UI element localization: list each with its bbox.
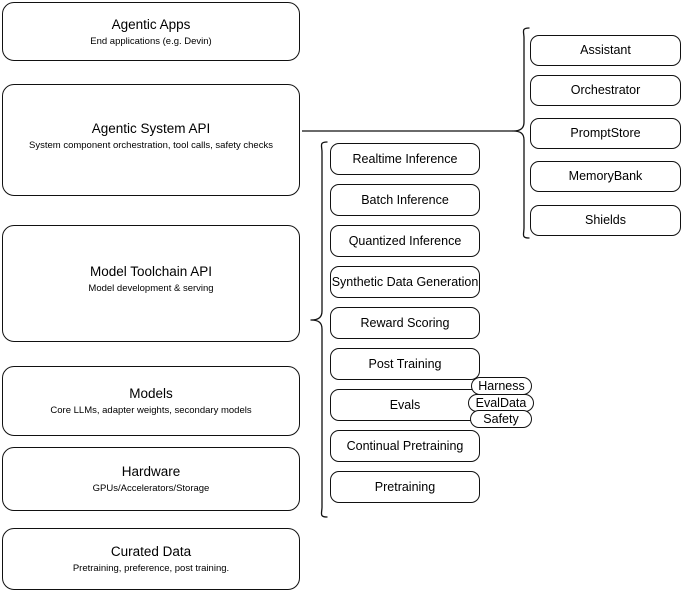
- brace-toolchain-components: [310, 141, 328, 518]
- evals-pill-harness[interactable]: Harness: [471, 377, 532, 395]
- toolchain-chip-quantized-inference[interactable]: Quantized Inference: [330, 225, 480, 257]
- layer-text-group: Agentic Apps End applications (e.g. Devi…: [90, 16, 211, 48]
- layer-box-model-toolchain-api[interactable]: Model Toolchain API Model development & …: [2, 225, 300, 342]
- system-chip-shields[interactable]: Shields: [530, 205, 681, 236]
- pill-label: EvalData: [475, 396, 527, 410]
- layer-title: Hardware: [121, 464, 181, 479]
- layer-subtitle: Model development & serving: [88, 282, 214, 294]
- toolchain-chip-reward-scoring[interactable]: Reward Scoring: [330, 307, 480, 339]
- layer-box-models[interactable]: Models Core LLMs, adapter weights, secon…: [2, 366, 300, 436]
- layer-box-curated-data[interactable]: Curated Data Pretraining, preference, po…: [2, 528, 300, 590]
- chip-label: PromptStore: [570, 126, 641, 140]
- layer-text-group: Hardware GPUs/Accelerators/Storage: [93, 463, 210, 495]
- chip-label: Pretraining: [374, 479, 436, 494]
- pill-label: Safety: [483, 412, 519, 426]
- toolchain-chip-pretraining[interactable]: Pretraining: [330, 471, 480, 503]
- layer-subtitle: GPUs/Accelerators/Storage: [92, 483, 210, 494]
- layer-box-agentic-apps[interactable]: Agentic Apps End applications (e.g. Devi…: [2, 2, 300, 61]
- layer-subtitle: Core LLMs, adapter weights, secondary mo…: [50, 405, 252, 416]
- system-chip-orchestrator[interactable]: Orchestrator: [530, 75, 681, 106]
- layer-text-group: Model Toolchain API Model development & …: [88, 263, 213, 295]
- chip-label: Batch Inference: [361, 192, 449, 207]
- layer-box-hardware[interactable]: Hardware GPUs/Accelerators/Storage: [2, 447, 300, 511]
- layer-text-group: Curated Data Pretraining, preference, po…: [73, 543, 229, 575]
- system-chip-memorybank[interactable]: MemoryBank: [530, 161, 681, 192]
- brace-system-components: [512, 27, 530, 239]
- chip-label: MemoryBank: [568, 169, 643, 183]
- chip-label: Assistant: [580, 43, 631, 57]
- toolchain-chip-realtime-inference[interactable]: Realtime Inference: [330, 143, 480, 175]
- layer-text-group: Models Core LLMs, adapter weights, secon…: [50, 385, 251, 417]
- chip-label: Orchestrator: [570, 83, 641, 97]
- chip-label: Synthetic Data Generation: [331, 274, 479, 289]
- toolchain-chip-batch-inference[interactable]: Batch Inference: [330, 184, 480, 216]
- toolchain-chip-evals[interactable]: Evals: [330, 389, 480, 421]
- chip-label: Shields: [585, 213, 626, 227]
- layer-title: Agentic System API: [91, 121, 211, 136]
- layer-title: Model Toolchain API: [89, 263, 213, 279]
- system-chip-promptstore[interactable]: PromptStore: [530, 118, 681, 149]
- chip-label: Quantized Inference: [348, 233, 462, 248]
- chip-label: Post Training: [368, 356, 442, 371]
- chip-label: Reward Scoring: [360, 315, 450, 330]
- pill-label: Harness: [478, 379, 525, 393]
- toolchain-chip-continual-pretraining[interactable]: Continual Pretraining: [330, 430, 480, 462]
- chip-label: Evals: [389, 397, 421, 412]
- toolchain-chip-post-training[interactable]: Post Training: [330, 348, 480, 380]
- layer-subtitle: System component orchestration, tool cal…: [29, 140, 273, 151]
- layer-subtitle: End applications (e.g. Devin): [90, 35, 212, 47]
- chip-label: Continual Pretraining: [346, 438, 464, 453]
- layer-title: Agentic Apps: [111, 16, 191, 32]
- layer-title: Curated Data: [110, 544, 192, 559]
- toolchain-chip-synthetic-data-generation[interactable]: Synthetic Data Generation: [330, 266, 480, 298]
- chip-label: Realtime Inference: [352, 151, 458, 166]
- layer-text-group: Agentic System API System component orch…: [29, 120, 273, 152]
- layer-subtitle: Pretraining, preference, post training.: [72, 563, 230, 574]
- system-chip-assistant[interactable]: Assistant: [530, 35, 681, 66]
- evals-pill-safety[interactable]: Safety: [470, 410, 532, 428]
- layer-box-agentic-system-api[interactable]: Agentic System API System component orch…: [2, 84, 300, 196]
- layer-title: Models: [129, 386, 173, 401]
